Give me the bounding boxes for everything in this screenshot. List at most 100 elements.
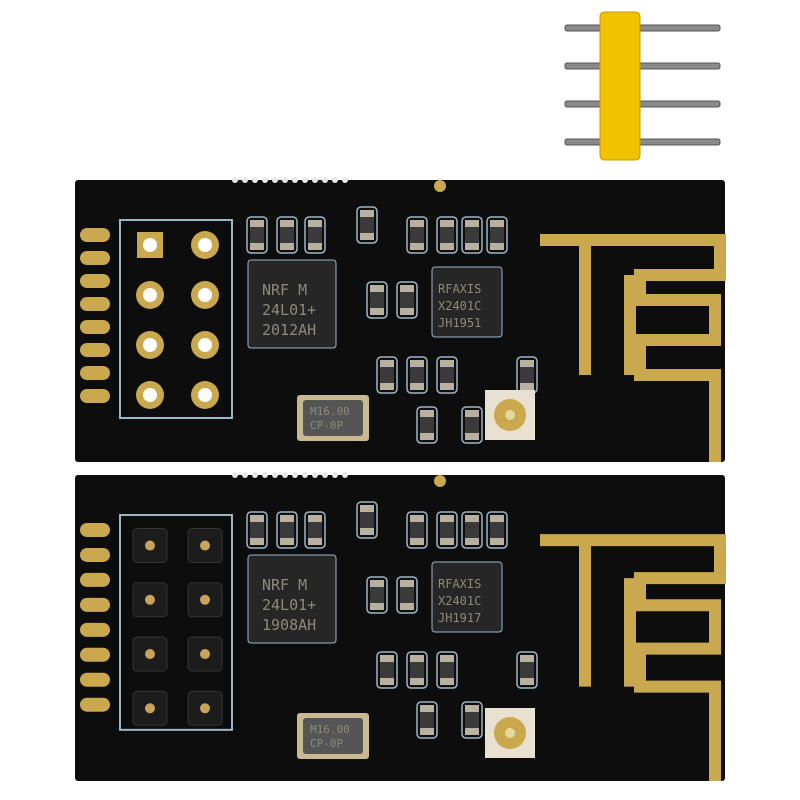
component-outline [396, 576, 418, 614]
mcu-marking: 2012AH [262, 321, 316, 339]
component-body [520, 662, 534, 678]
component-body [250, 227, 264, 243]
component-body [440, 367, 454, 383]
ufl-center [505, 728, 515, 738]
component-body [280, 522, 294, 538]
mcu-marking: NRF M [262, 281, 307, 299]
module-top: NRF M24L01+2012AHRFAXISX2401CJH1951M16.0… [75, 177, 726, 462]
component-body [520, 367, 534, 383]
component-outline [436, 356, 458, 394]
edge-pad [80, 647, 110, 662]
pa-marking: JH1951 [438, 316, 481, 330]
component-body [280, 227, 294, 243]
component-body [400, 587, 414, 603]
component-outline [486, 511, 508, 549]
component-body [250, 522, 264, 538]
header-hole [198, 388, 212, 402]
header-pin-tip [145, 649, 155, 660]
component-body [380, 367, 394, 383]
edge-pad [80, 389, 110, 403]
edge-notch [332, 472, 338, 478]
component-body [410, 662, 424, 678]
component-outline [436, 651, 458, 689]
component-body [380, 662, 394, 678]
component-body [420, 417, 434, 433]
component-outline [516, 651, 538, 689]
edge-notch [342, 472, 348, 478]
edge-pad [80, 297, 110, 311]
component-outline [304, 216, 326, 254]
pcb-antenna-trace [540, 234, 726, 462]
edge-notch [232, 177, 238, 183]
mcu-marking: 24L01+ [262, 301, 316, 319]
pcb-board [75, 180, 725, 462]
edge-pad [80, 366, 110, 380]
component-outline [376, 651, 398, 689]
header-pin-3 [564, 100, 721, 108]
component-body [370, 587, 384, 603]
component-body [465, 712, 479, 728]
pa-marking: RFAXIS [438, 577, 481, 591]
header-plastic-body [599, 11, 641, 161]
edge-notch [342, 177, 348, 183]
header-pin-tip [200, 649, 210, 660]
component-body [465, 227, 479, 243]
crystal-lid [303, 400, 363, 436]
component-body [420, 712, 434, 728]
edge-pad [80, 523, 110, 537]
crystal-marking: CP-0P [310, 737, 343, 750]
edge-notch [292, 472, 298, 478]
header-pin-tip [200, 703, 210, 714]
edge-pad [80, 572, 110, 587]
component-outline [366, 576, 388, 614]
edge-notch [322, 472, 328, 478]
component-body [465, 417, 479, 433]
edge-pad [80, 597, 110, 612]
component-outline [486, 216, 508, 254]
header-silkscreen [119, 514, 233, 731]
component-outline [406, 511, 428, 549]
edge-notch [282, 472, 288, 478]
component-outline [461, 511, 483, 549]
rfaxis-chip [431, 266, 503, 338]
edge-notch [312, 177, 318, 183]
component-body [360, 512, 374, 528]
edge-notch [262, 177, 268, 183]
component-outline [276, 511, 298, 549]
component-outline [276, 216, 298, 254]
component-outline [406, 356, 428, 394]
ufl-center [505, 410, 515, 420]
edge-pad [80, 228, 110, 242]
edge-notch [272, 472, 278, 478]
edge-notch [242, 472, 248, 478]
header-hole [143, 288, 157, 302]
edge-notch [252, 177, 258, 183]
header-pin-tip [200, 540, 210, 551]
component-outline [461, 701, 483, 739]
nrf24l01-chip [247, 554, 337, 644]
edge-notch [302, 472, 308, 478]
component-body [490, 227, 504, 243]
component-body [308, 227, 322, 243]
component-outline [406, 651, 428, 689]
component-outline [246, 216, 268, 254]
component-outline [304, 511, 326, 549]
component-outline [366, 281, 388, 319]
mcu-marking: NRF M [262, 576, 307, 594]
component-body [440, 227, 454, 243]
header-hole [143, 238, 157, 252]
component-body [370, 292, 384, 308]
edge-notch [252, 472, 258, 478]
edge-notch [332, 177, 338, 183]
edge-pad [80, 251, 110, 265]
crystal-marking: CP-0P [310, 419, 343, 432]
pa-marking: X2401C [438, 299, 481, 313]
header-pin-tip [200, 594, 210, 605]
edge-pad [80, 343, 110, 357]
header-hole [198, 288, 212, 302]
edge-notch [302, 177, 308, 183]
edge-notch [262, 472, 268, 478]
header-pin-tip [145, 540, 155, 551]
